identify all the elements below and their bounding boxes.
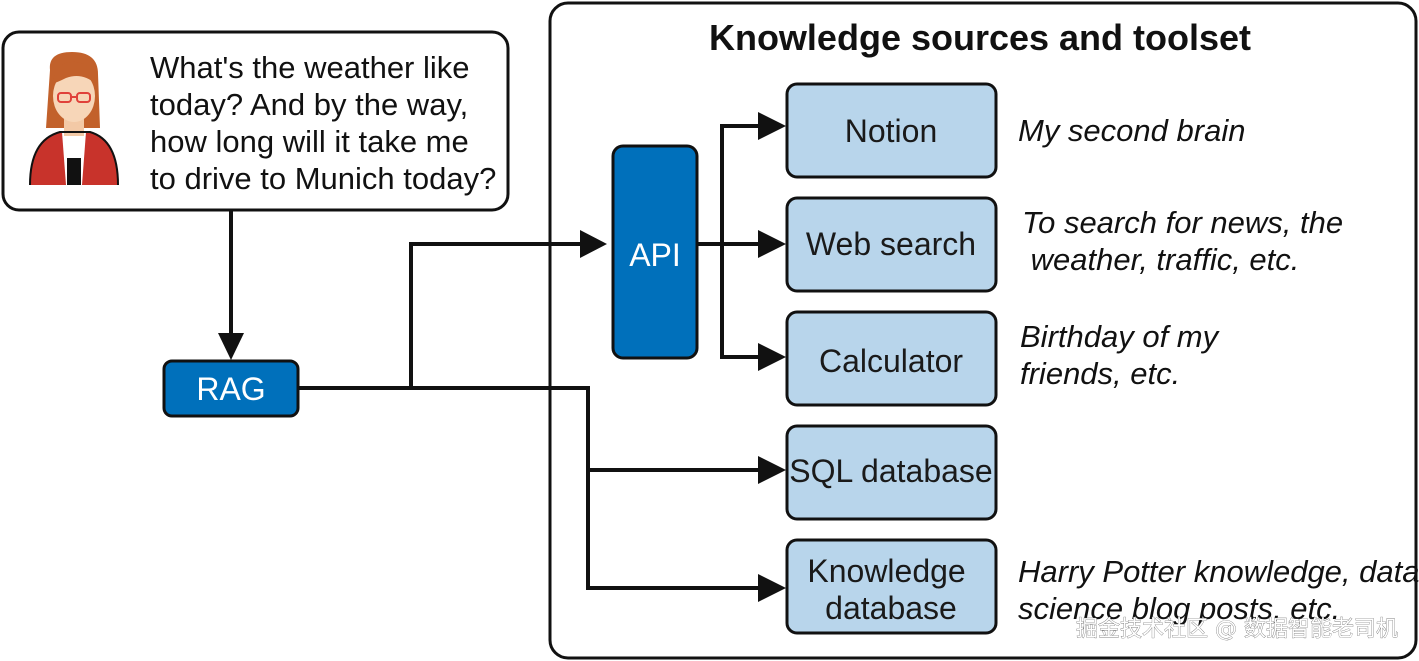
arrowheads	[218, 112, 786, 602]
api-box	[611, 144, 699, 360]
note-line: friends, etc.	[1020, 356, 1180, 391]
connector-api-notion	[720, 124, 760, 244]
question-line: how long will it take me	[150, 124, 469, 159]
note-line: Birthday of my	[1020, 319, 1221, 354]
tool-label-line: database	[825, 590, 957, 626]
note-line: weather, traffic, etc.	[1022, 242, 1299, 277]
note-line: Harry Potter knowledge, data	[1018, 554, 1419, 589]
note-line: To search for news, the	[1022, 205, 1343, 240]
tool-box-knowledge-database	[785, 538, 998, 635]
tool-label-web-search: Web search	[806, 226, 976, 262]
connector-rag-api	[298, 242, 582, 390]
tool-box-calculator	[785, 310, 998, 407]
tool-label-calculator: Calculator	[819, 343, 963, 379]
note-web-search: To search for news, the weather, traffic…	[0, 0, 1386, 277]
connector-rag-sql	[411, 386, 760, 472]
note-line: My second brain	[1018, 113, 1245, 148]
question-line: What's the weather like	[150, 50, 470, 85]
tool-box-sql-database	[785, 424, 998, 521]
connectors	[229, 124, 760, 590]
api-label: API	[629, 237, 681, 273]
tool-label-line: Knowledge	[807, 553, 965, 589]
arrowhead-calculator	[758, 343, 786, 371]
rag-label: RAG	[196, 371, 265, 407]
question-line: today? And by the way,	[150, 87, 468, 122]
connector-api-calculator	[720, 244, 760, 359]
note-line: science blog posts, etc.	[1018, 591, 1340, 626]
question-text: What's the weather like today? And by th…	[150, 50, 496, 196]
note-notion: My second brain	[1018, 113, 1245, 148]
arrowhead-knowledge	[758, 574, 786, 602]
arrowhead-sql	[758, 456, 786, 484]
arrowhead-api	[580, 230, 607, 258]
arrowhead-web	[758, 230, 786, 258]
tool-box-web-search	[785, 196, 998, 293]
note-calculator: Birthday of my friends, etc.	[1020, 319, 1227, 391]
connector-rag-knowledge	[586, 470, 760, 590]
rag-box	[162, 359, 300, 418]
note-knowledge-database: Harry Potter knowledge, data science blo…	[1018, 554, 1419, 626]
tool-label-sql-database: SQL database	[789, 453, 992, 489]
tool-box-notion	[785, 82, 998, 179]
question-bubble	[1, 30, 510, 212]
tool-label-knowledge-database: Knowledge database	[807, 553, 974, 626]
question-line: to drive to Munich today?	[150, 161, 496, 196]
arrowhead-rag	[218, 333, 244, 360]
panel-title: Knowledge sources and toolset	[709, 17, 1251, 58]
arrowhead-notion	[758, 112, 786, 140]
user-avatar-icon	[29, 52, 119, 186]
tool-label-notion: Notion	[845, 113, 938, 149]
watermark-text: 掘金技术社区 @ 数据智能老司机	[1076, 617, 1398, 642]
